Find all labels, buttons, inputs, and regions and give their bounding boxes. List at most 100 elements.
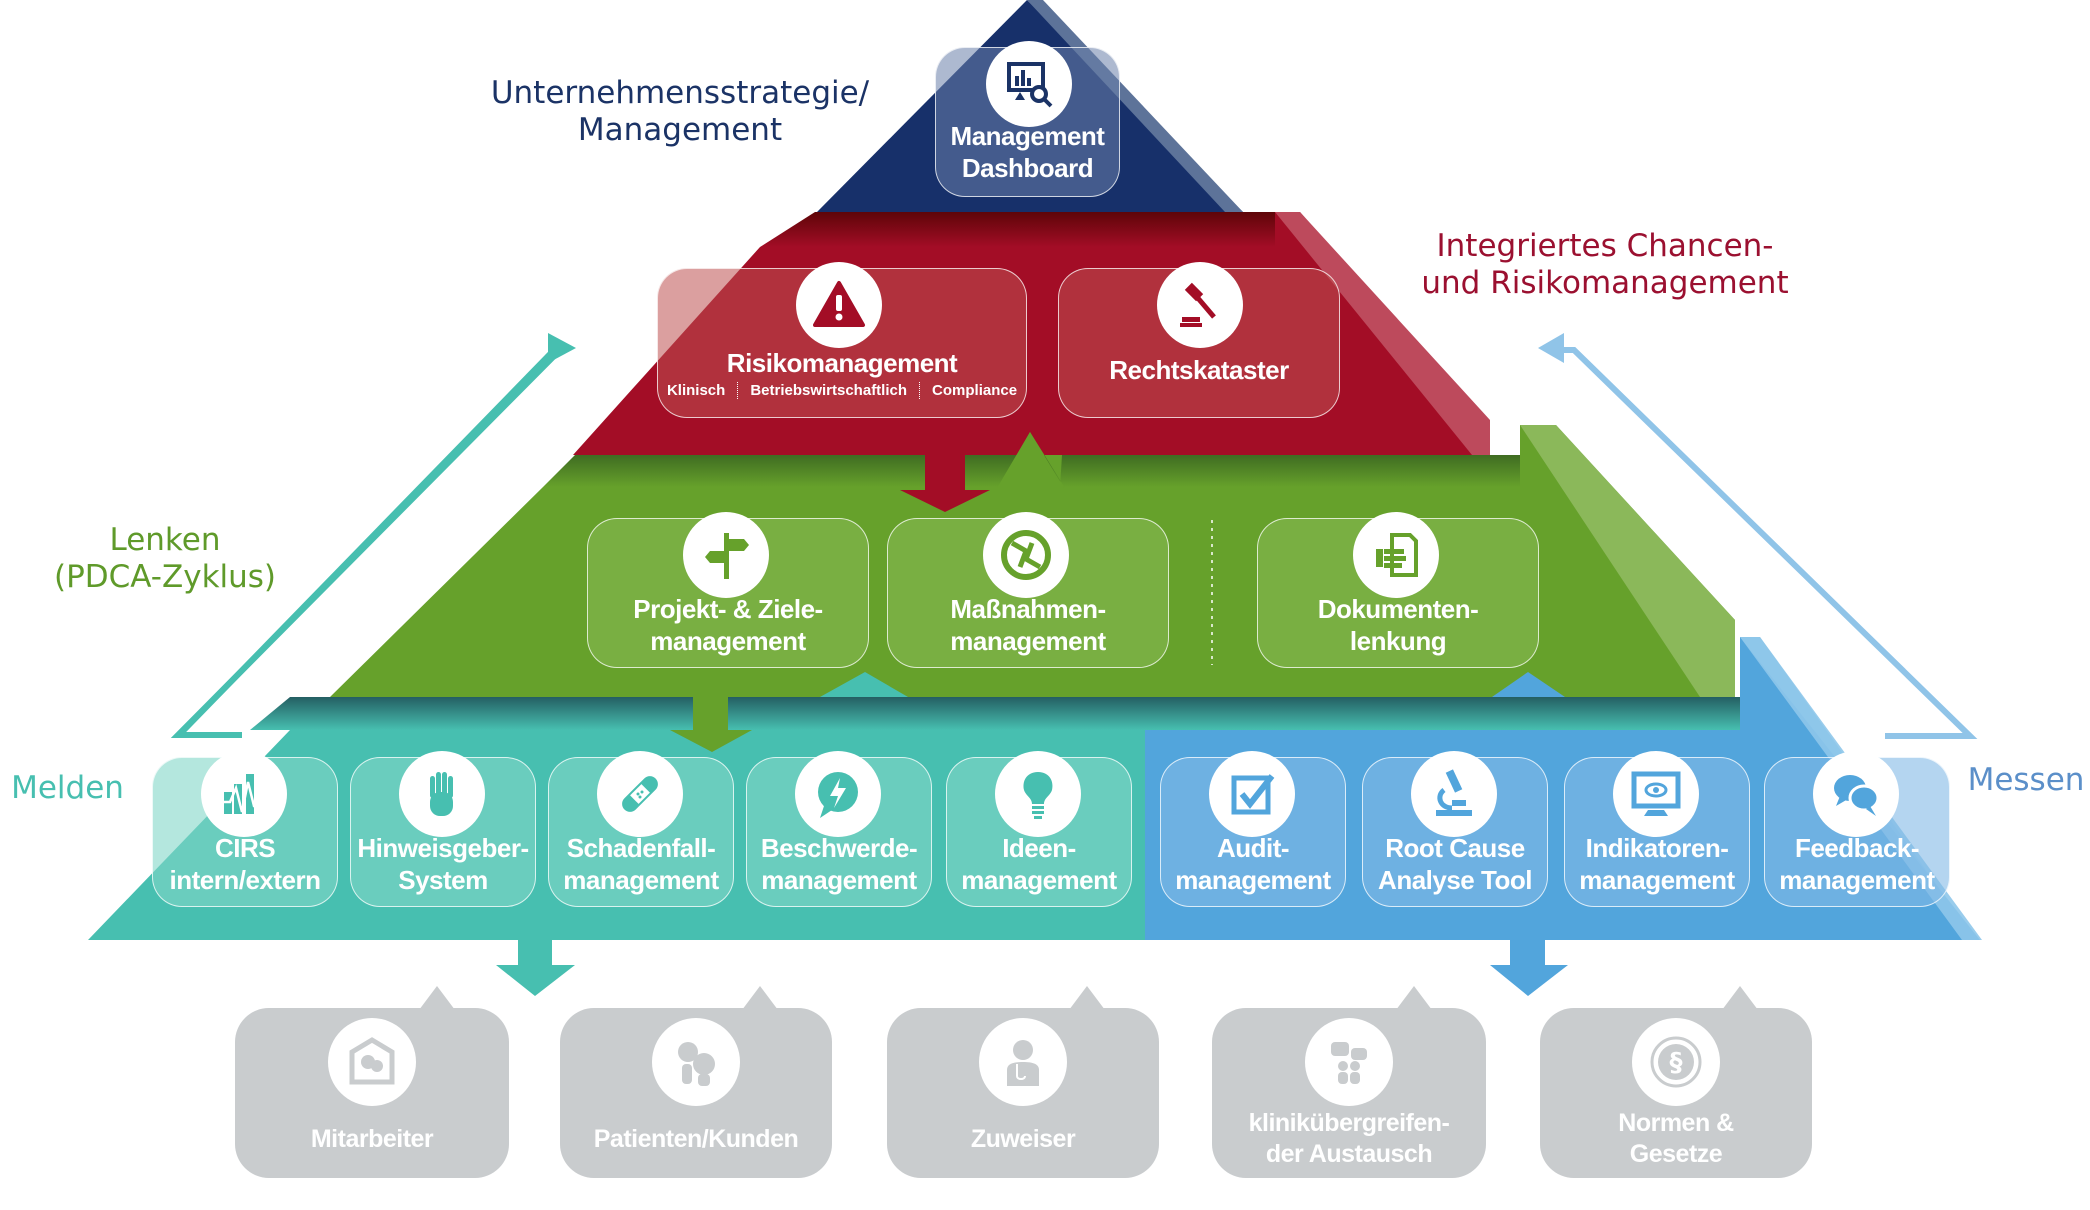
risk-down-arrow (900, 455, 990, 512)
source-patienten[interactable]: Patienten/Kunden (560, 986, 832, 1178)
stop-hand-icon (399, 751, 485, 837)
card-line: Normen & (1618, 1109, 1734, 1137)
card-line: Indikatoren- (1585, 833, 1729, 863)
label-strategy-line2: Management (577, 112, 783, 149)
source-mitarbeiter-label: Mitarbeiter (310, 1125, 434, 1153)
lightning-speech-icon (795, 751, 881, 837)
source-normen-gesetze-label: Normen & Gesetze (1540, 1108, 1812, 1170)
label-measure: Messen (1967, 762, 2085, 798)
card-ideen-label: Ideen- management (947, 832, 1131, 896)
card-schadenfall-label: Schadenfall- management (549, 832, 733, 896)
card-rechtskataster[interactable]: Rechtskataster (1058, 262, 1340, 418)
card-root-cause[interactable]: Root Cause Analyse Tool (1362, 751, 1548, 907)
source-zuweiser[interactable]: Zuweiser (887, 986, 1159, 1178)
source-tip (1722, 986, 1758, 1010)
card-line: Hinweisgeber- (357, 833, 529, 863)
cycle-arrows-icon (983, 512, 1069, 598)
card-line: Root Cause (1385, 833, 1525, 863)
signpost-icon (683, 512, 769, 598)
source-patienten-label: Patienten/Kunden (593, 1125, 799, 1153)
risk-sub-betriebswirtschaftlich: Betriebswirtschaftlich (738, 382, 921, 399)
card-line: Dokumenten- (1317, 594, 1479, 624)
card-hinweisgeber[interactable]: Hinweisgeber- System (350, 751, 536, 907)
card-management-dashboard-label: Management Dashboard (936, 120, 1119, 184)
card-schadenfall[interactable]: Schadenfall- management (548, 751, 734, 907)
card-line: management (761, 865, 917, 895)
lightbulb-icon (995, 751, 1081, 837)
card-hinweisgeber-label: Hinweisgeber- System (351, 832, 535, 896)
card-beschwerde-label: Beschwerde- management (747, 832, 931, 896)
pulse-chart-icon (201, 751, 287, 837)
gavel-icon (1157, 262, 1243, 348)
checkbox-icon (1209, 751, 1295, 837)
card-line: management (950, 626, 1106, 656)
warning-triangle-icon (796, 262, 882, 348)
source-klinikuebergreifend[interactable]: klinikübergreifen- der Austausch (1212, 986, 1486, 1178)
employee-house-icon (328, 1018, 416, 1106)
card-rechtskataster-label: Rechtskataster (1109, 355, 1289, 385)
risk-subcategories: Klinisch Betriebswirtschaftlich Complian… (658, 382, 1026, 399)
label-risk: Integriertes Chancen- und Risikomanageme… (1405, 228, 1805, 302)
card-line: Gesetze (1629, 1140, 1723, 1168)
label-risk-line1: Integriertes Chancen- (1436, 228, 1774, 264)
card-indikatoren-label: Indikatoren- management (1565, 832, 1749, 896)
card-ideen[interactable]: Ideen- management (946, 751, 1132, 907)
source-tip (1396, 986, 1432, 1010)
monitor-eye-icon (1613, 751, 1699, 837)
source-tip (1069, 986, 1105, 1010)
pdca-steer-arrow (170, 333, 576, 738)
report-down-arrow (496, 940, 575, 996)
doctor-icon (979, 1018, 1067, 1106)
label-strategy: Unternehmensstrategie/ Management (470, 75, 890, 149)
dashboard-chart-search-icon (986, 41, 1072, 127)
document-hand-icon (1353, 512, 1439, 598)
card-line: management (563, 865, 719, 895)
card-line: Beschwerde- (760, 833, 918, 863)
svg-text:§: § (1670, 1048, 1683, 1078)
card-projekt-ziele-label: Projekt- & Ziele- management (588, 593, 868, 657)
card-projekt-ziele[interactable]: Projekt- & Ziele- management (587, 512, 869, 668)
card-feedback-label: Feedback- management (1765, 832, 1949, 896)
label-risk-line2: und Risikomanagement (1421, 265, 1789, 302)
card-cirs[interactable]: CIRS intern/extern (152, 751, 338, 907)
card-risikomanagement-label: Risikomanagement (726, 348, 958, 378)
card-feedback[interactable]: Feedback- management (1764, 751, 1950, 907)
card-dokumentenlenkung[interactable]: Dokumenten- lenkung (1257, 512, 1539, 668)
card-line: der Austausch (1265, 1140, 1433, 1168)
source-mitarbeiter[interactable]: Mitarbeiter (235, 986, 509, 1178)
label-strategy-line1: Unternehmensstrategie/ (490, 75, 870, 111)
source-tip (419, 986, 455, 1010)
patients-icon (652, 1018, 740, 1106)
card-line: Audit- (1216, 833, 1290, 863)
steer-down-arrow (670, 697, 752, 752)
measure-up-arrow (1492, 672, 1565, 697)
label-steer-line2: (PDCA-Zyklus) (53, 559, 277, 596)
card-line: Maßnahmen- (950, 594, 1106, 624)
card-line: intern/extern (169, 865, 322, 895)
card-indikatoren[interactable]: Indikatoren- management (1564, 751, 1750, 907)
card-beschwerde[interactable]: Beschwerde- management (746, 751, 932, 907)
risk-sub-klinisch: Klinisch (655, 382, 739, 399)
card-line: Feedback- (1794, 833, 1920, 863)
label-steer: Lenken (PDCA-Zyklus) (40, 522, 290, 596)
card-risikomanagement[interactable]: Risikomanagement Klinisch Betriebswirtsc… (657, 262, 1027, 418)
card-line: lenkung (1349, 626, 1447, 656)
card-line: management (1175, 865, 1331, 895)
measure-down-arrow (1490, 940, 1568, 996)
card-line: management (1579, 865, 1735, 895)
card-line: Projekt- & Ziele- (633, 594, 823, 624)
card-line: management (650, 626, 806, 656)
card-audit[interactable]: Audit- management (1160, 751, 1346, 907)
source-normen-gesetze[interactable]: § Normen & Gesetze (1540, 986, 1812, 1178)
risk-sub-compliance: Compliance (932, 382, 1018, 399)
card-line: Ideen- (1002, 833, 1076, 863)
source-zuweiser-label: Zuweiser (970, 1125, 1076, 1153)
card-dokumentenlenkung-label: Dokumenten- lenkung (1258, 593, 1538, 657)
card-management-dashboard[interactable]: Management Dashboard (935, 41, 1120, 197)
card-massnahmen[interactable]: Maßnahmen- management (887, 512, 1169, 668)
flow-arrows (496, 432, 1568, 996)
people-chat-icon (1305, 1018, 1393, 1106)
card-line: Schadenfall- (566, 833, 716, 863)
card-audit-label: Audit- management (1161, 832, 1345, 896)
card-line: Management (950, 121, 1105, 151)
